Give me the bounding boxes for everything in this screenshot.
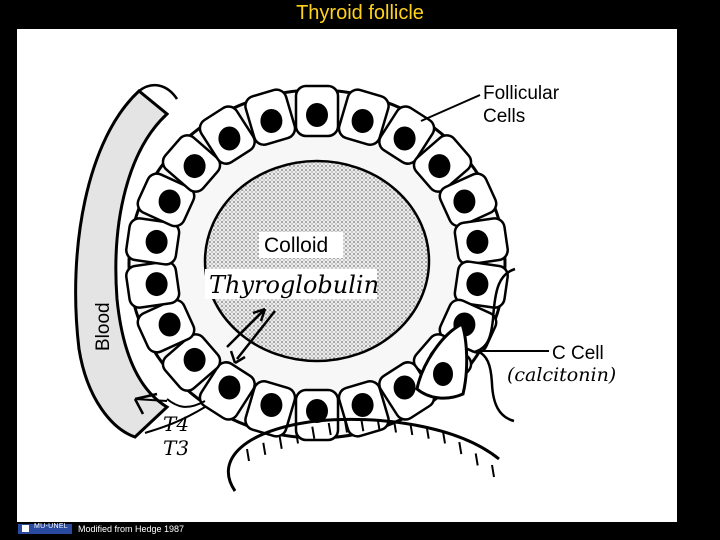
follicular-cells-label-line1: Follicular xyxy=(483,83,560,104)
c-cell-label: C Cell xyxy=(552,343,604,364)
microvillus xyxy=(491,464,495,478)
hormone-arrow-shaft xyxy=(134,398,168,402)
follicular-cell-nucleus xyxy=(218,126,241,151)
microvillus xyxy=(409,422,414,436)
footer-logo-text: MU-UNEL xyxy=(34,523,68,530)
follicular-cells xyxy=(125,84,509,442)
follicular-cell-nucleus xyxy=(218,375,241,400)
microvillus xyxy=(360,419,365,432)
microvillus xyxy=(458,441,463,455)
footer-logo-icon xyxy=(22,525,29,532)
follicular-cell-nucleus xyxy=(158,312,181,337)
follicular-cell-nucleus xyxy=(183,154,206,179)
microvillus xyxy=(327,422,332,436)
hormone-arrow-line xyxy=(144,398,206,434)
c-cell-brace xyxy=(473,267,516,423)
c-cell-nucleus xyxy=(433,362,453,386)
microvillus xyxy=(344,420,348,433)
microvillus xyxy=(246,448,250,462)
thyroglobulin-arrowhead-out xyxy=(229,350,246,365)
blood-vessel-top-line xyxy=(138,83,179,100)
adjacent-follicle xyxy=(226,417,500,492)
follicular-cells-label-line2: Cells xyxy=(483,106,525,127)
microvillus xyxy=(295,431,299,444)
thyroglobulin-arrow-in xyxy=(226,308,266,348)
microvillus xyxy=(278,436,283,449)
follicular-cell-nucleus xyxy=(260,109,283,133)
follicular-cell-nucleus xyxy=(306,103,328,127)
microvillus xyxy=(393,420,397,433)
follicular-cell-nucleus xyxy=(453,189,476,214)
thyroglobulin-arrowhead-in xyxy=(252,307,267,322)
follicular-cell-nucleus xyxy=(260,393,283,417)
hormone-arrowhead xyxy=(133,392,158,415)
microvillus xyxy=(474,453,479,466)
colloid-label: Colloid xyxy=(264,234,328,257)
t3-label: T3 xyxy=(163,436,189,460)
microvillus xyxy=(425,426,430,439)
follicle-diagram: Colloid Thyroglobulin Follicular Cells C… xyxy=(17,29,677,522)
follicular-cell-nucleus xyxy=(306,399,328,423)
thyroglobulin-label-bg xyxy=(205,269,377,299)
microvillus xyxy=(442,431,446,444)
adjacent-follicle-microvilli xyxy=(246,419,495,478)
follicular-cell-nucleus xyxy=(466,229,489,254)
follicular-cell-nucleus xyxy=(428,154,451,179)
colloid-lumen xyxy=(203,159,431,363)
follicular-cell-nucleus xyxy=(145,229,168,254)
footer-logo xyxy=(18,524,72,534)
thyroglobulin-arrow-out xyxy=(236,310,276,360)
follicular-cell-nucleus xyxy=(145,272,168,297)
follicular-cell-nucleus xyxy=(183,347,206,372)
follicular-cell-nucleus xyxy=(351,393,374,417)
microvillus xyxy=(311,426,316,439)
follicular-cell-nucleus xyxy=(393,375,416,400)
blood-vessel xyxy=(74,89,170,439)
colloid-label-bg xyxy=(259,232,343,258)
follicular-cell-nucleus xyxy=(393,126,416,151)
microvillus xyxy=(262,442,267,455)
calcitonin-label: (calcitonin) xyxy=(507,364,616,386)
c-cell xyxy=(415,321,469,400)
footer-credit: Modified from Hedge 1987 xyxy=(78,524,185,534)
follicular-cell-nucleus xyxy=(351,109,374,133)
blood-label: Blood xyxy=(93,302,114,351)
slide-title: Thyroid follicle xyxy=(296,2,424,24)
thyroglobulin-label: Thyroglobulin xyxy=(209,271,379,299)
follicular-cell-nucleus xyxy=(466,272,489,297)
follicular-cells-pointer xyxy=(420,94,481,122)
t4-label: T4 xyxy=(163,412,189,436)
microvillus xyxy=(376,419,381,432)
follicular-cell-nucleus xyxy=(158,189,181,214)
